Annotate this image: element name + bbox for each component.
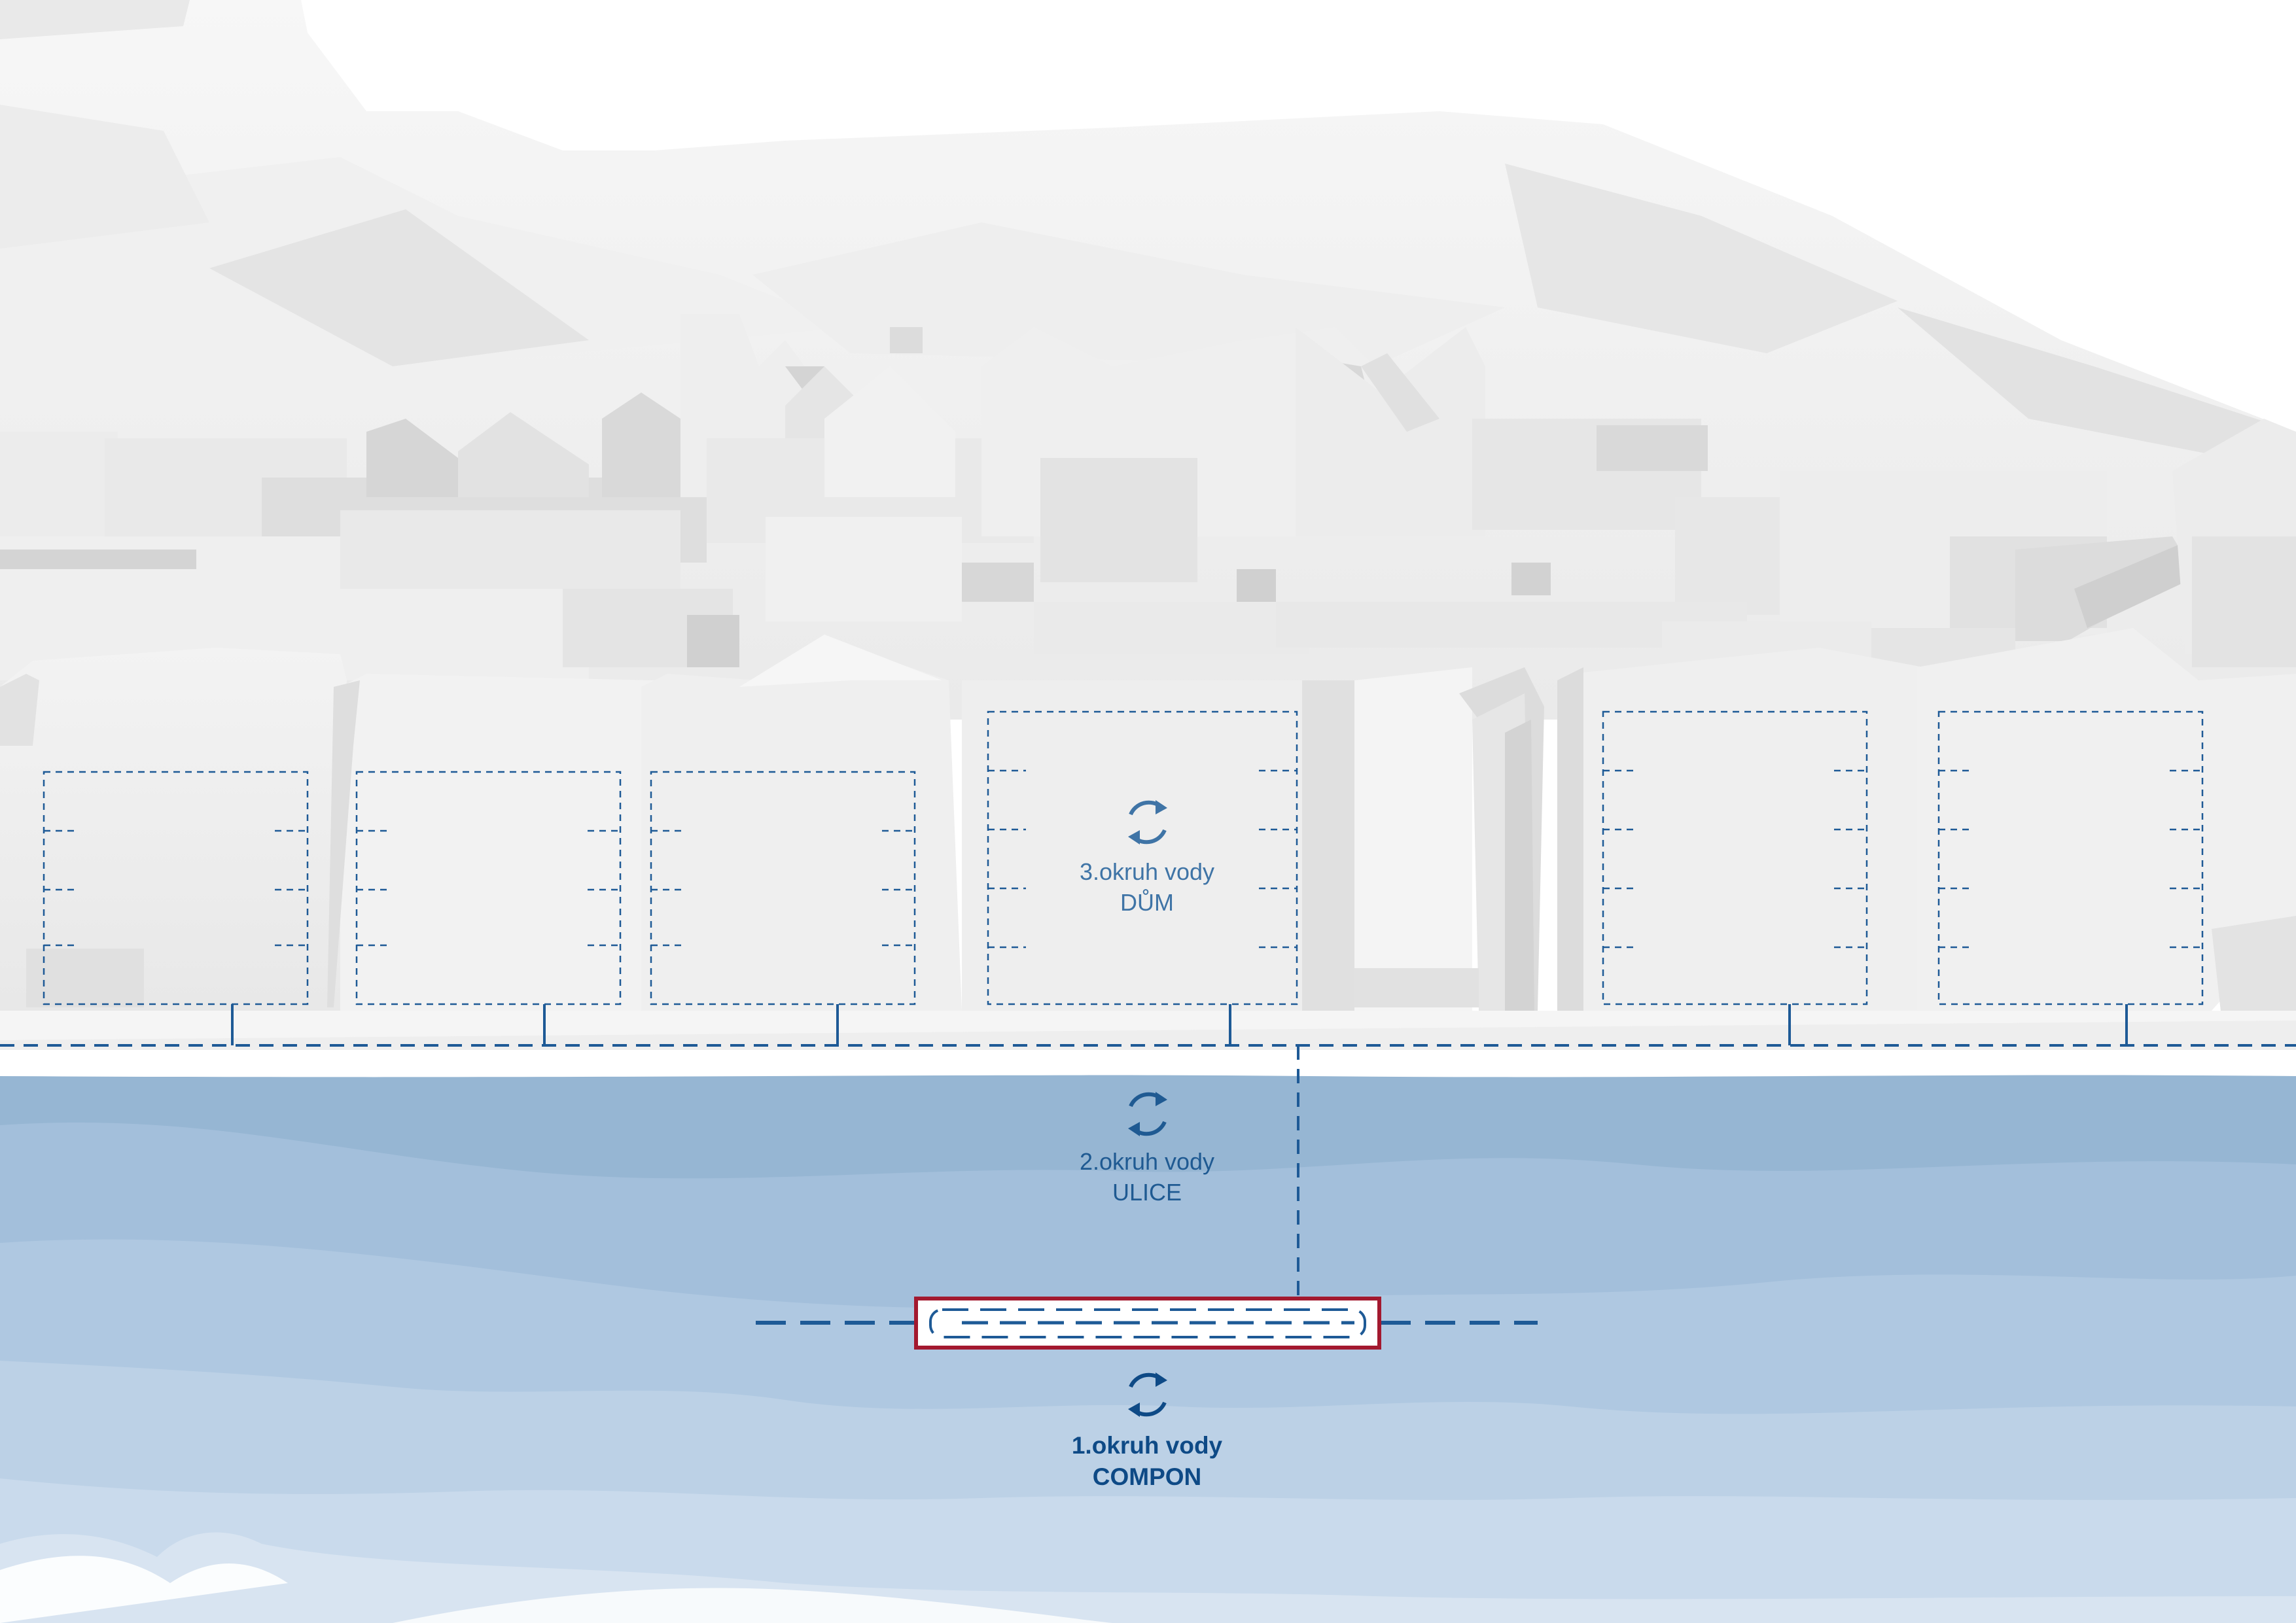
compon-unit: [756, 1297, 1538, 1350]
compon-circuit-label: 1.okruh vody COMPON: [951, 1430, 1343, 1493]
house-floor-ticks: [44, 769, 2202, 949]
house-frame-3: [650, 771, 916, 1005]
house-frame-2: [355, 771, 622, 1005]
back-buildings: [0, 314, 2296, 680]
compon-frame: [914, 1297, 1381, 1350]
house-frame-1: [43, 771, 309, 1005]
house-circuit-label: 3.okruh vody DŮM: [951, 857, 1343, 918]
street-circuit-subtitle: ULICE: [1112, 1178, 1182, 1206]
house-frame-6: [1937, 710, 2204, 1005]
compon-circuit-title: 1.okruh vody: [1071, 1432, 1223, 1459]
house-circuit-subtitle: DŮM: [1120, 888, 1174, 916]
street-circuit-title: 2.okruh vody: [1079, 1148, 1215, 1175]
house-circuit-frames: [43, 710, 2204, 1005]
house-frame-4: [987, 710, 1298, 1005]
street-circuit-label: 2.okruh vody ULICE: [951, 1147, 1343, 1208]
house-frame-5: [1602, 710, 1868, 1005]
house-circuit-title: 3.okruh vody: [1079, 858, 1215, 885]
compon-circuit-subtitle: COMPON: [1092, 1463, 1202, 1491]
street-pipe-network: [0, 1004, 2296, 1299]
